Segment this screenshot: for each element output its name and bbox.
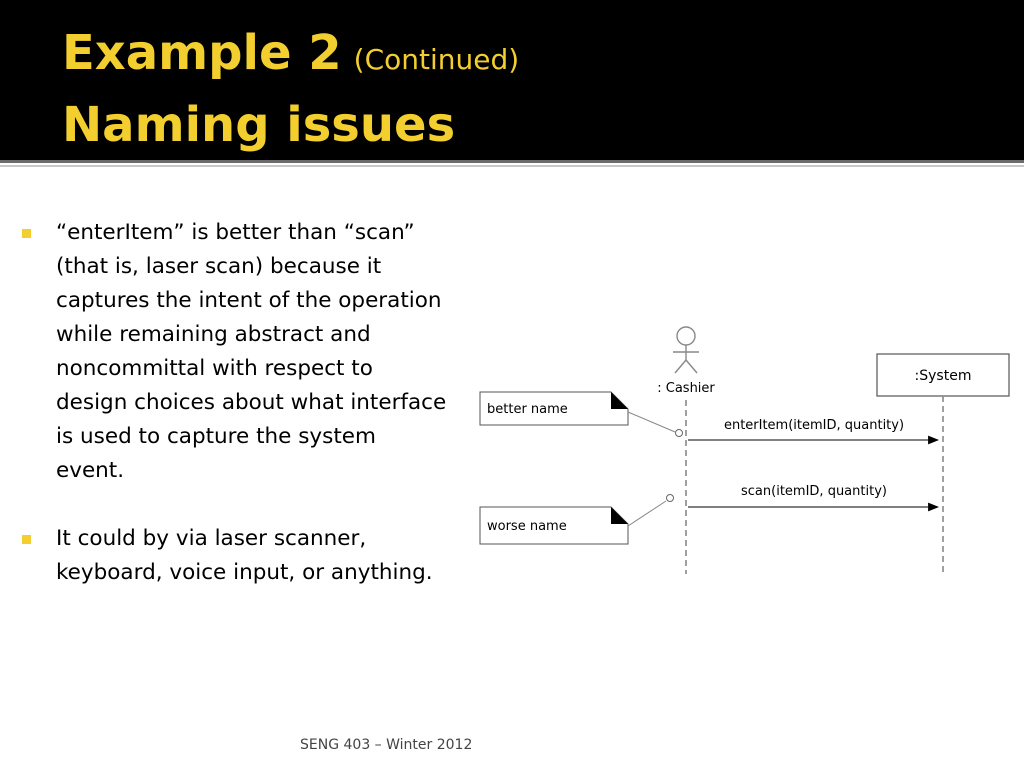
sequence-diagram: : Cashier :System enterItem(itemID, quan… bbox=[470, 320, 1020, 594]
note-better-name: better name bbox=[479, 391, 629, 426]
bullet-square-icon bbox=[22, 229, 31, 238]
title-bar: Example 2 (Continued) Naming issues bbox=[0, 0, 1024, 160]
message-enter-item-label: enterItem(itemID, quantity) bbox=[724, 418, 904, 433]
header-divider bbox=[0, 160, 1024, 163]
system-box bbox=[876, 353, 1010, 397]
note-worse-connector bbox=[627, 500, 667, 527]
slide-title-main: Example 2 bbox=[62, 25, 342, 81]
header-divider-light bbox=[0, 165, 1024, 167]
note-worse-name: worse name bbox=[479, 506, 629, 545]
slide-title: Example 2 (Continued) bbox=[62, 24, 519, 89]
actor-stick-figure-icon bbox=[673, 326, 699, 374]
note-worse-name-label: worse name bbox=[487, 519, 567, 534]
bullet-list: “enterItem” is better than “scan” (that … bbox=[20, 216, 450, 624]
note-better-name-label: better name bbox=[487, 402, 568, 417]
bullet-text: “enterItem” is better than “scan” (that … bbox=[56, 220, 447, 483]
message-scan-label: scan(itemID, quantity) bbox=[741, 484, 887, 499]
note-worse-anchor bbox=[666, 494, 674, 502]
note-better-anchor bbox=[675, 429, 683, 437]
footer-text: SENG 403 – Winter 2012 bbox=[300, 737, 473, 753]
sequence-diagram-svg: : Cashier :System enterItem(itemID, quan… bbox=[479, 326, 1010, 574]
system-label: :System bbox=[915, 368, 972, 384]
note-better-connector bbox=[627, 411, 676, 433]
actor-label: : Cashier bbox=[657, 381, 715, 396]
bullet-square-icon bbox=[22, 535, 31, 544]
slide-subtitle: Naming issues bbox=[62, 97, 456, 153]
bullet-text: It could by via laser scanner, keyboard,… bbox=[56, 526, 433, 585]
bullet-item: “enterItem” is better than “scan” (that … bbox=[20, 216, 450, 488]
slide-title-sub: (Continued) bbox=[353, 43, 520, 76]
bullet-item: It could by via laser scanner, keyboard,… bbox=[20, 522, 450, 590]
